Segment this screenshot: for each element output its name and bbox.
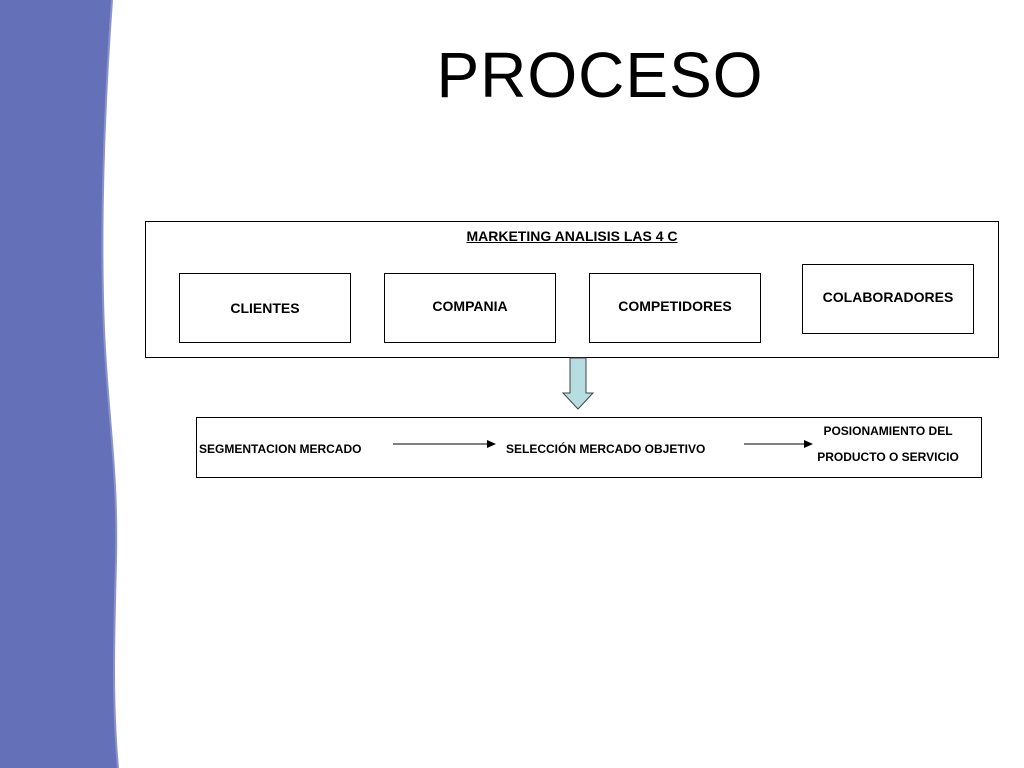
- box-competidores: COMPETIDORES: [589, 273, 761, 343]
- box-clientes-label: CLIENTES: [230, 300, 300, 316]
- process-panel: SEGMENTACION MERCADO SELECCIÓN MERCADO O…: [196, 417, 982, 478]
- right-arrow-head: [487, 440, 496, 448]
- analysis-panel: MARKETING ANALISIS LAS 4 C CLIENTES COMP…: [145, 221, 999, 358]
- page-title: PROCESO: [436, 39, 764, 111]
- box-compania: COMPANIA: [384, 273, 556, 343]
- right-arrow-head: [804, 440, 813, 448]
- right-arrow-icon: [393, 440, 496, 448]
- box-colaboradores: COLABORADORES: [802, 264, 974, 334]
- analysis-heading: MARKETING ANALISIS LAS 4 C: [466, 228, 678, 244]
- box-compania-label: COMPANIA: [432, 298, 508, 314]
- side-band-edge: [101, 0, 119, 768]
- box-competidores-label: COMPETIDORES: [618, 298, 732, 314]
- box-colaboradores-label: COLABORADORES: [822, 289, 954, 305]
- step-posicionamiento-line1: POSIONAMIENTO DEL: [823, 424, 953, 438]
- right-arrow-icon: [744, 440, 813, 448]
- down-arrow-icon: [561, 357, 595, 410]
- side-band-shape: [0, 0, 118, 768]
- step-seleccion: SELECCIÓN MERCADO OBJETIVO: [506, 442, 706, 456]
- box-clientes: CLIENTES: [179, 273, 351, 343]
- step-posicionamiento-line2: PRODUCTO O SERVICIO: [817, 450, 959, 464]
- side-decoration-band: [0, 0, 140, 768]
- down-arrow-shape: [561, 357, 595, 410]
- step-segmentacion: SEGMENTACION MERCADO: [199, 442, 362, 456]
